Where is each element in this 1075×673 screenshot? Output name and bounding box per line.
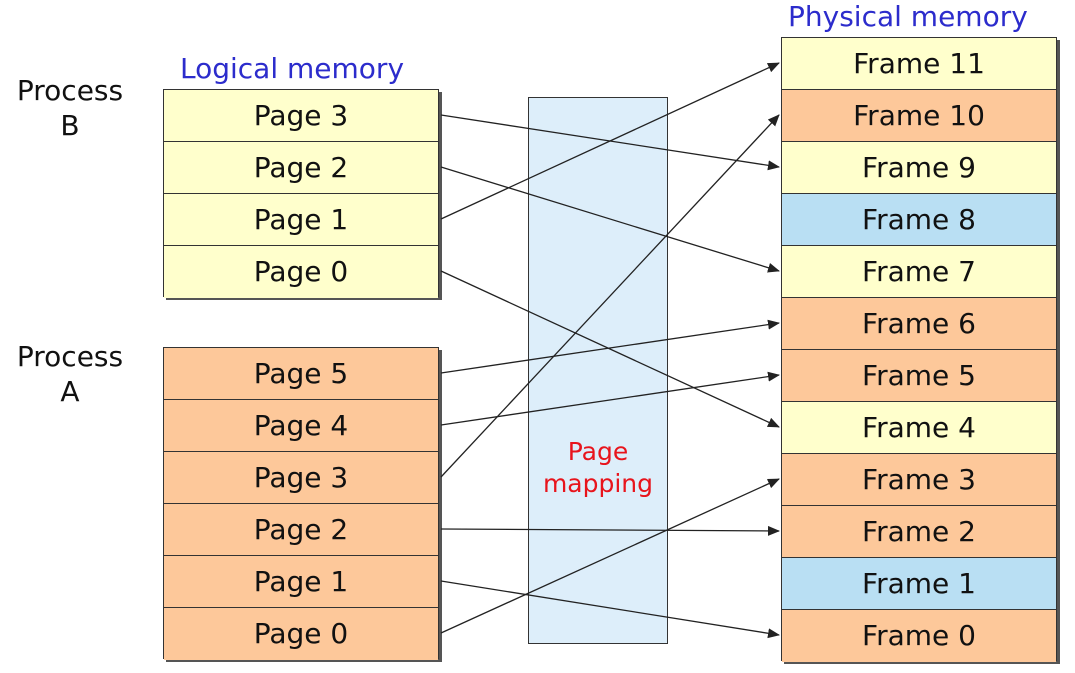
physical-frame-1: Frame 1	[782, 558, 1056, 610]
process-a-label: Process A	[16, 340, 124, 408]
process-a-page-1: Page 1	[164, 556, 438, 608]
arrow-process-a-page-2-to-frame-2	[440, 525, 780, 536]
logical-memory-title: Logical memory	[180, 52, 405, 85]
physical-frame-8: Frame 8	[782, 194, 1056, 246]
arrow-process-a-page-5-to-frame-6	[440, 319, 780, 374]
physical-frame-11: Frame 11	[782, 38, 1056, 90]
page-mapping-band	[528, 97, 668, 644]
arrow-process-a-page-3-to-frame-10	[440, 114, 780, 478]
process-a-page-2: Page 2	[164, 504, 438, 556]
arrow-process-a-page-1-to-frame-0	[440, 580, 780, 639]
arrow-process-b-page-2-to-frame-7	[440, 166, 780, 273]
physical-frame-3: Frame 3	[782, 454, 1056, 506]
physical-frame-9: Frame 9	[782, 142, 1056, 194]
physical-memory-title: Physical memory	[788, 0, 1028, 33]
process-b-page-2: Page 2	[164, 142, 438, 194]
arrow-process-a-page-0-to-frame-3	[440, 478, 780, 634]
process-a-page-0: Page 0	[164, 608, 438, 660]
process-b-page-1: Page 1	[164, 194, 438, 246]
process-b-page-3: Page 3	[164, 90, 438, 142]
physical-frame-10: Frame 10	[782, 90, 1056, 142]
physical-frame-2: Frame 2	[782, 506, 1056, 558]
process-b-page-0: Page 0	[164, 246, 438, 298]
physical-frame-4: Frame 4	[782, 402, 1056, 454]
process-a-page-4: Page 4	[164, 400, 438, 452]
page-mapping-label: Page mapping	[542, 437, 654, 498]
physical-frame-0: Frame 0	[782, 610, 1056, 662]
arrow-process-b-page-0-to-frame-4	[440, 270, 780, 428]
physical-frame-7: Frame 7	[782, 246, 1056, 298]
arrow-process-a-page-4-to-frame-5	[440, 371, 780, 426]
physical-frame-6: Frame 6	[782, 298, 1056, 350]
physical-frame-5: Frame 5	[782, 350, 1056, 402]
process-a-page-5: Page 5	[164, 348, 438, 400]
process-b-label: Process B	[16, 74, 124, 142]
process-a-page-3: Page 3	[164, 452, 438, 504]
arrow-process-b-page-1-to-frame-11	[440, 62, 780, 220]
